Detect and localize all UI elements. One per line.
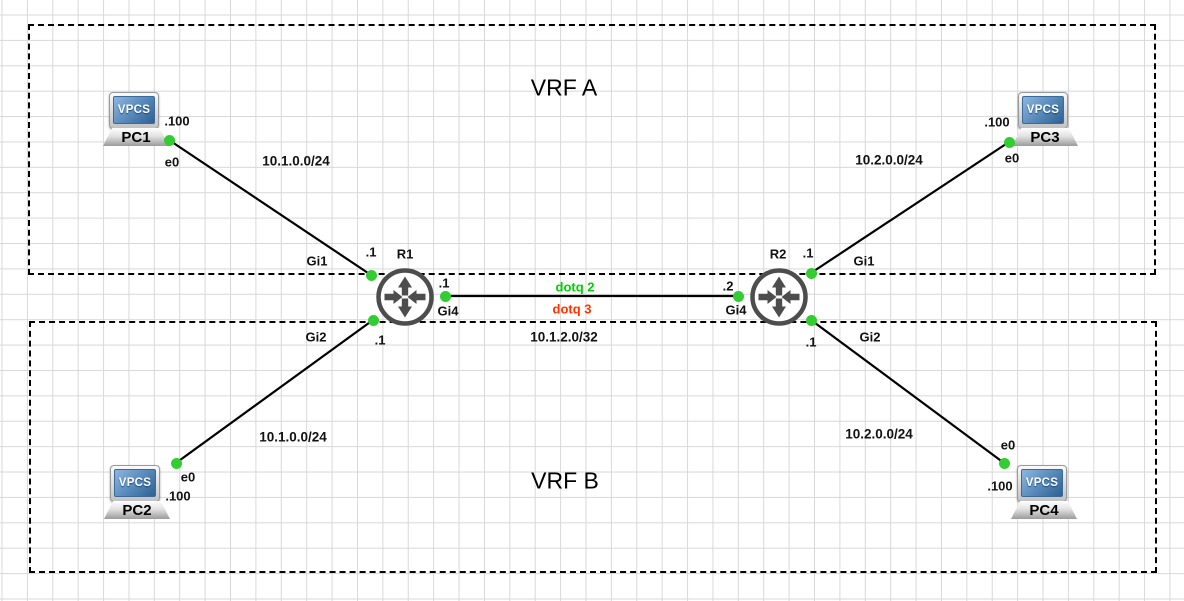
vpcs-base: PC3 bbox=[1012, 128, 1078, 146]
link-status-dot bbox=[732, 290, 744, 302]
link-pc2-r1[interactable] bbox=[175, 319, 374, 464]
link-status-dot bbox=[1003, 136, 1015, 148]
device-pc1[interactable]: VPCS PC1 bbox=[103, 92, 169, 148]
device-pc2[interactable]: VPCS PC2 bbox=[104, 465, 170, 521]
vpcs-screen: VPCS bbox=[1021, 469, 1063, 497]
router-circle-icon bbox=[750, 268, 808, 326]
r1-gi2-port-label[interactable]: Gi2 bbox=[305, 329, 327, 345]
link-r2-pc3[interactable] bbox=[810, 141, 1010, 274]
r1-gi4-port-label[interactable]: Gi4 bbox=[437, 303, 459, 319]
r1-r2-network-label[interactable]: 10.1.2.0/32 bbox=[530, 329, 598, 345]
device-r1[interactable] bbox=[373, 265, 437, 329]
r1-gi1-port-label[interactable]: Gi1 bbox=[306, 253, 328, 269]
router-arrows-icon bbox=[384, 276, 426, 318]
pc2-port-label[interactable]: e0 bbox=[180, 469, 196, 485]
vpcs-monitor-icon: VPCS bbox=[1017, 465, 1067, 502]
r1-gi1-ip-label[interactable]: .1 bbox=[365, 244, 377, 260]
link-status-dot bbox=[365, 269, 377, 281]
pc1-port-label[interactable]: e0 bbox=[164, 154, 180, 170]
r2-hostname-label[interactable]: R2 bbox=[769, 246, 787, 262]
r2-pc4-network-label[interactable]: 10.2.0.0/24 bbox=[845, 426, 913, 442]
pc2-hostname-label: PC2 bbox=[122, 501, 152, 519]
link-status-dot bbox=[805, 267, 817, 279]
vpcs-monitor-icon: VPCS bbox=[1018, 92, 1068, 129]
link-status-dot bbox=[805, 314, 817, 326]
link-status-dot bbox=[998, 457, 1010, 469]
pc2-ip-label[interactable]: .100 bbox=[165, 488, 191, 504]
device-r2[interactable] bbox=[747, 265, 811, 329]
r2-gi2-port-label[interactable]: Gi2 bbox=[859, 329, 881, 345]
pc1-hostname-label: PC1 bbox=[121, 128, 151, 146]
vrf-a-zone-rectangle[interactable] bbox=[28, 24, 1156, 275]
vpcs-screen: VPCS bbox=[114, 469, 156, 497]
vrf-b-zone-label[interactable]: VRF B bbox=[531, 467, 599, 494]
r2-gi4-port-label[interactable]: Gi4 bbox=[725, 302, 747, 318]
r2-gi1-port-label[interactable]: Gi1 bbox=[853, 253, 875, 269]
pc3-hostname-label: PC3 bbox=[1030, 128, 1060, 146]
vpcs-base: PC2 bbox=[104, 501, 170, 519]
dotq2-tag-label[interactable]: dotq 2 bbox=[555, 279, 595, 295]
router-circle-icon bbox=[376, 268, 434, 326]
r1-hostname-label[interactable]: R1 bbox=[396, 246, 414, 262]
r2-gi2-ip-label[interactable]: .1 bbox=[805, 334, 817, 350]
r1-gi4-ip-label[interactable]: .1 bbox=[438, 275, 450, 291]
vpcs-base: PC4 bbox=[1011, 501, 1077, 519]
pc2-r1-network-label[interactable]: 10.1.0.0/24 bbox=[259, 429, 327, 445]
vpcs-base: PC1 bbox=[103, 128, 169, 146]
pc4-hostname-label: PC4 bbox=[1029, 501, 1059, 519]
link-status-dot bbox=[367, 314, 379, 326]
pc4-ip-label[interactable]: .100 bbox=[987, 478, 1013, 494]
pc3-ip-label[interactable]: .100 bbox=[984, 114, 1010, 130]
router-arrows-icon bbox=[758, 276, 800, 318]
link-status-dot bbox=[439, 290, 451, 302]
pc3-port-label[interactable]: e0 bbox=[1004, 150, 1020, 166]
link-r2-pc4[interactable] bbox=[810, 319, 1005, 464]
pc1-ip-label[interactable]: .100 bbox=[164, 113, 190, 129]
r2-gi4-ip-label[interactable]: .2 bbox=[722, 278, 734, 294]
device-pc3[interactable]: VPCS PC3 bbox=[1012, 92, 1078, 148]
r1-gi2-ip-label[interactable]: .1 bbox=[374, 332, 386, 348]
vpcs-screen: VPCS bbox=[1022, 96, 1064, 124]
vrf-a-zone-label[interactable]: VRF A bbox=[530, 74, 598, 101]
pc4-port-label[interactable]: e0 bbox=[1000, 437, 1016, 453]
pc1-r1-network-label[interactable]: 10.1.0.0/24 bbox=[262, 153, 330, 169]
device-pc4[interactable]: VPCS PC4 bbox=[1011, 465, 1077, 521]
dotq3-tag-label[interactable]: dotq 3 bbox=[552, 301, 592, 317]
vpcs-screen: VPCS bbox=[113, 96, 155, 124]
r2-pc3-network-label[interactable]: 10.2.0.0/24 bbox=[855, 152, 923, 168]
vrf-b-zone-rectangle[interactable] bbox=[29, 321, 1157, 573]
link-pc1-r1[interactable] bbox=[168, 139, 372, 276]
r2-gi1-ip-label[interactable]: .1 bbox=[802, 245, 814, 261]
link-status-dot bbox=[163, 134, 175, 146]
vpcs-monitor-icon: VPCS bbox=[109, 92, 159, 129]
vpcs-monitor-icon: VPCS bbox=[110, 465, 160, 502]
link-status-dot bbox=[170, 457, 182, 469]
